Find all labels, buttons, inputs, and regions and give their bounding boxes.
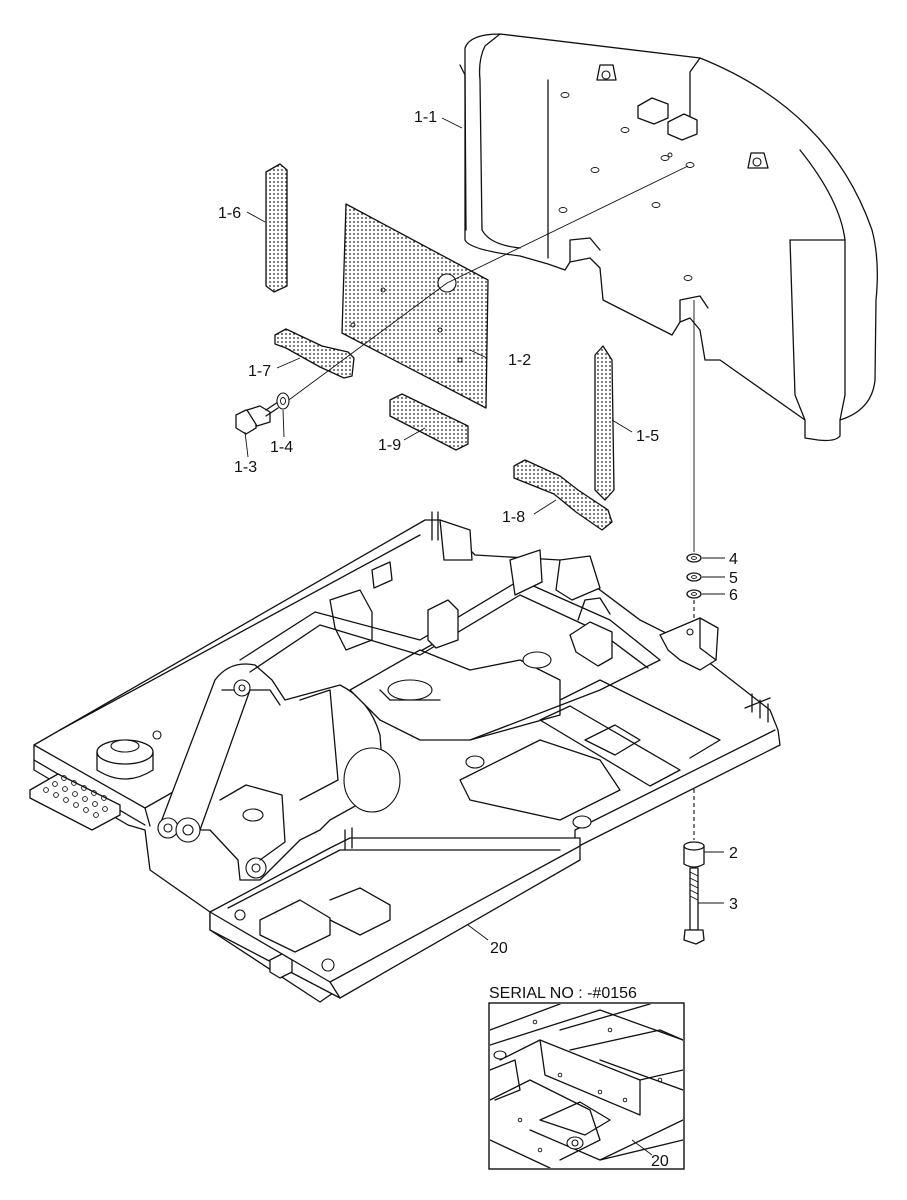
callout-1-8: 1-8 — [502, 509, 525, 526]
washer-1-4 — [276, 392, 290, 410]
inset-callout-20: 20 — [651, 1153, 669, 1170]
callout-1-3: 1-3 — [234, 459, 257, 476]
step-plate — [29, 773, 121, 831]
washer-4 — [686, 553, 702, 563]
callout-1-7: 1-7 — [248, 363, 271, 380]
callout-1-2: 1-2 — [508, 352, 531, 369]
callout-3: 3 — [729, 896, 738, 913]
pad-1-8 — [513, 459, 613, 531]
spacer-2 — [683, 841, 705, 868]
bolt-1-3 — [235, 401, 279, 435]
pad-1-9 — [389, 393, 469, 451]
callout-1-9: 1-9 — [378, 437, 401, 454]
bolt-3 — [683, 867, 705, 945]
callout-2: 2 — [729, 845, 738, 862]
washer-5 — [686, 572, 702, 582]
counterweight — [459, 33, 878, 442]
serial-inset: SERIAL NO : -#0156 — [488, 985, 685, 1170]
callout-1-1: 1-1 — [414, 109, 437, 126]
callout-1-5: 1-5 — [636, 428, 659, 445]
lower-frame — [209, 827, 581, 999]
callout-1-6: 1-6 — [218, 205, 241, 222]
pad-1-6 — [265, 163, 288, 293]
plate-1-2 — [341, 203, 489, 409]
callout-labels: 1-1 1-6 1-2 1-7 1-3 1-4 1-9 1-5 1-8 4 5 … — [218, 109, 738, 957]
callout-4: 4 — [729, 551, 738, 568]
inset-title: SERIAL NO : -#0156 — [489, 985, 637, 1002]
callout-1-4: 1-4 — [270, 439, 293, 456]
pad-1-5 — [594, 345, 615, 501]
callout-20: 20 — [490, 940, 508, 957]
pad-1-7 — [274, 328, 355, 379]
upper-frame — [29, 511, 781, 1003]
washer-6 — [686, 589, 702, 599]
leader-lines — [244, 117, 725, 941]
callout-5: 5 — [729, 570, 738, 587]
callout-6: 6 — [729, 587, 738, 604]
